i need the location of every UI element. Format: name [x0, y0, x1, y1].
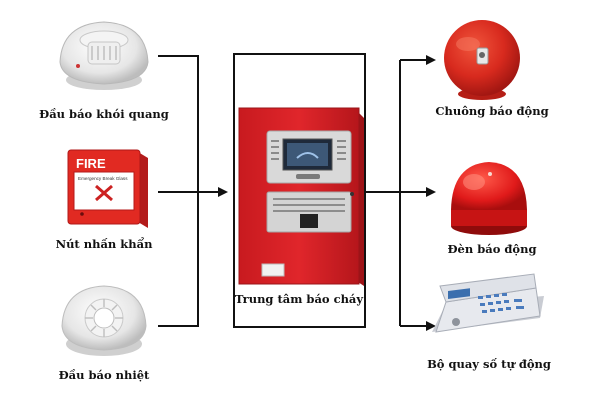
fire-alarm-panel-icon — [238, 107, 364, 286]
center-frame — [233, 53, 366, 328]
label-auto-dialer: Bộ quay số tự động — [427, 357, 551, 371]
smoke-detector-icon — [59, 21, 149, 90]
label-fire-alarm-panel: Trung tâm báo cháy — [234, 292, 364, 306]
label-alarm-bell: Chuông báo động — [435, 104, 549, 118]
wire-smoke-detector — [158, 55, 199, 192]
label-call-point: Nút nhấn khẩn — [55, 237, 153, 251]
alarm-strobe-icon — [451, 162, 527, 235]
alarm-bell-icon — [444, 20, 520, 100]
manual-call-point-icon: FIRE Emergency Break Glass — [67, 149, 148, 228]
connection-lines — [158, 55, 436, 331]
heat-detector-icon — [61, 285, 147, 356]
label-heat-detector: Đầu báo nhiệt — [58, 368, 150, 382]
break-glass-text: Emergency Break Glass — [78, 176, 128, 181]
label-smoke-detector: Đầu báo khói quang — [39, 107, 169, 121]
label-alarm-strobe: Đèn báo động — [447, 242, 537, 256]
fire-sign-text: FIRE — [76, 156, 106, 171]
auto-dialer-icon — [432, 273, 544, 333]
wire-heat-detector — [158, 192, 199, 327]
